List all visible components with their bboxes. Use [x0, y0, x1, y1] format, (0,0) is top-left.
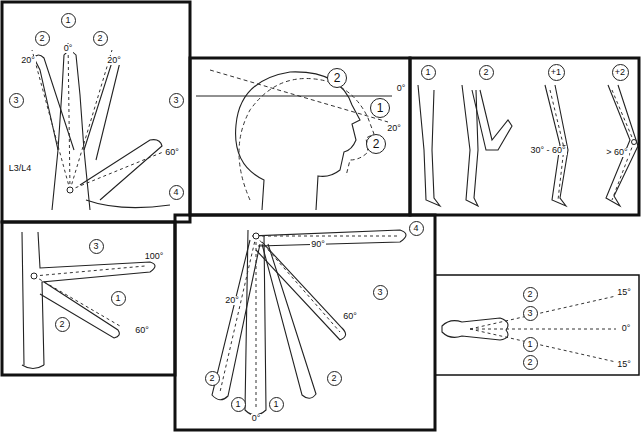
angle-label: 30° - 60°: [529, 146, 566, 155]
callout-text: 2: [527, 290, 532, 299]
callout-number: 1: [421, 65, 436, 80]
angle-label: 15°: [616, 360, 632, 369]
callout-number: 2: [55, 317, 70, 332]
callout-number: 4: [409, 221, 424, 236]
callout-text: 4: [173, 188, 178, 197]
callout-number: 1: [269, 397, 284, 412]
callout-number: 1: [523, 337, 538, 352]
callout-text: 1: [115, 294, 120, 303]
callout-number: 1: [61, 13, 76, 28]
callout-number: 2: [523, 355, 538, 370]
callout-number: 1: [231, 397, 246, 412]
angle-label: > 60°: [605, 148, 628, 157]
callout-text: 1: [273, 400, 278, 409]
angle-label: 60°: [342, 312, 358, 321]
callout-text: +1: [551, 68, 561, 77]
angle-label: 60°: [164, 148, 180, 157]
angle-label: L3/L4: [8, 164, 33, 173]
angle-label: 20°: [106, 56, 122, 65]
angle-label: 0°: [396, 84, 407, 93]
callout-number: 2: [205, 371, 220, 386]
angle-label: 15°: [616, 288, 632, 297]
callout-number: 2: [327, 68, 347, 88]
callout-number: 1: [111, 291, 126, 306]
callout-number: 2: [93, 31, 108, 46]
callout-number: 1: [370, 98, 390, 118]
callout-text: 2: [59, 320, 64, 329]
angle-label: 0°: [63, 44, 74, 53]
angle-label: 60°: [134, 326, 150, 335]
callout-number: 2: [366, 134, 386, 154]
callout-number: 2: [479, 65, 494, 80]
angle-label: 0°: [251, 414, 262, 423]
callout-text: 3: [173, 96, 178, 105]
callout-number: 2: [35, 31, 50, 46]
callout-text: 2: [334, 72, 341, 84]
callout-text: 2: [331, 374, 336, 383]
callout-text: 2: [97, 34, 102, 43]
callout-text: 2: [483, 68, 488, 77]
callout-text: 2: [373, 138, 380, 150]
angle-label: 100°: [144, 252, 165, 261]
angle-label: 20°: [224, 296, 240, 305]
callout-text: 2: [209, 374, 214, 383]
callout-number: 3: [9, 93, 24, 108]
callout-number: 2: [523, 287, 538, 302]
callout-text: 1: [425, 68, 430, 77]
callout-text: 2: [527, 358, 532, 367]
angle-label: 20°: [20, 56, 36, 65]
callout-text: 3: [93, 242, 98, 251]
callout-number: +1: [548, 64, 565, 81]
callout-number: 2: [327, 371, 342, 386]
callout-text: 1: [377, 102, 384, 114]
callout-text: 1: [235, 400, 240, 409]
callout-text: 1: [527, 340, 532, 349]
callout-number: 3: [523, 306, 538, 321]
callout-text: 3: [377, 288, 382, 297]
callout-number: 3: [373, 285, 388, 300]
callout-number: 4: [169, 185, 184, 200]
angle-label: 20°: [386, 124, 402, 133]
angle-label: 90°: [310, 240, 326, 249]
callout-text: 3: [13, 96, 18, 105]
callout-text: +2: [615, 68, 625, 77]
callout-number: 3: [89, 239, 104, 254]
callout-text: 4: [413, 224, 418, 233]
callout-text: 1: [65, 16, 70, 25]
callout-text: 2: [39, 34, 44, 43]
callout-number: 3: [169, 93, 184, 108]
callout-text: 3: [527, 309, 532, 318]
callout-number: +2: [612, 64, 629, 81]
angle-label: 0°: [621, 324, 632, 333]
